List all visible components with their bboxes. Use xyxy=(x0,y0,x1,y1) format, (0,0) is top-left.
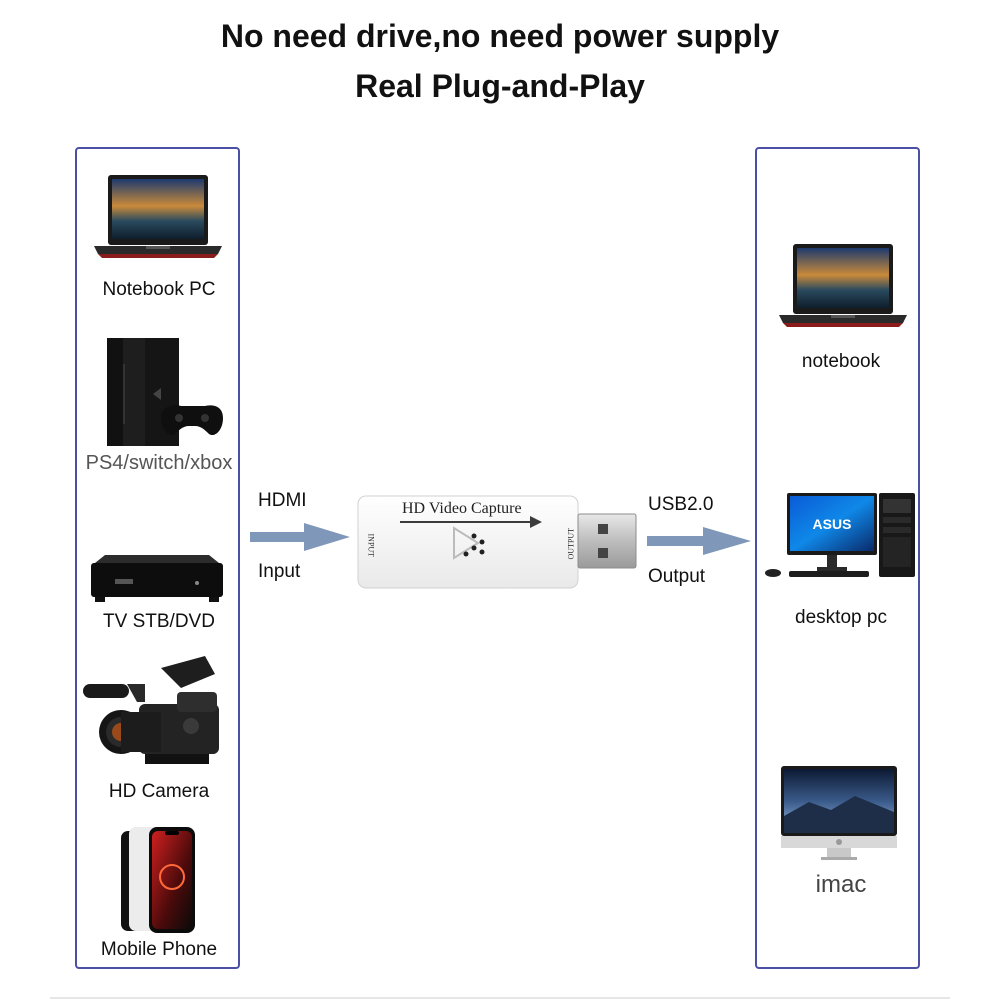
bottom-divider xyxy=(50,997,950,999)
capture-device-title: HD Video Capture xyxy=(402,500,522,517)
hdmi-label: HDMI xyxy=(258,490,307,511)
capture-device: HD Video Capture INPUT OUTPUT xyxy=(356,492,641,592)
game-console-icon xyxy=(107,338,223,446)
input-label-phone: Mobile Phone xyxy=(100,939,218,960)
input-label: Input xyxy=(258,561,301,582)
output-arrow-icon xyxy=(647,527,751,555)
input-devices-panel: Notebook PC PS4/switch/xbox TV STB/DVD xyxy=(75,147,240,969)
smartphone-icon xyxy=(121,827,195,933)
laptop-icon xyxy=(779,244,907,327)
output-devices-panel: notebook ASUS desktop pc xyxy=(755,147,920,969)
desktop-pc-icon: ASUS xyxy=(765,493,915,577)
imac-icon xyxy=(781,766,897,860)
output-label-notebook: notebook xyxy=(801,351,881,372)
input-label-stb: TV STB/DVD xyxy=(103,611,215,632)
laptop-icon xyxy=(94,175,222,258)
input-arrow-icon xyxy=(250,523,350,551)
set-top-box-icon xyxy=(91,555,223,602)
headline-line-2: Real Plug-and-Play xyxy=(355,68,645,104)
input-label-notebook: Notebook PC xyxy=(102,279,216,300)
capture-device-body xyxy=(357,495,637,589)
output-port-label: OUTPUT xyxy=(566,527,576,560)
input-label-camera: HD Camera xyxy=(108,781,210,802)
input-port-label: INPUT xyxy=(366,533,376,558)
output-label: Output xyxy=(648,566,706,587)
input-label-console: PS4/switch/xbox xyxy=(85,452,233,474)
output-label-desktop: desktop pc xyxy=(795,607,887,628)
monitor-brand-logo: ASUS xyxy=(813,516,852,532)
output-label-imac: imac xyxy=(815,871,867,898)
camcorder-icon xyxy=(83,656,219,764)
headline-line-1: No need drive,no need power supply xyxy=(220,18,780,54)
usb-label: USB2.0 xyxy=(648,494,714,515)
